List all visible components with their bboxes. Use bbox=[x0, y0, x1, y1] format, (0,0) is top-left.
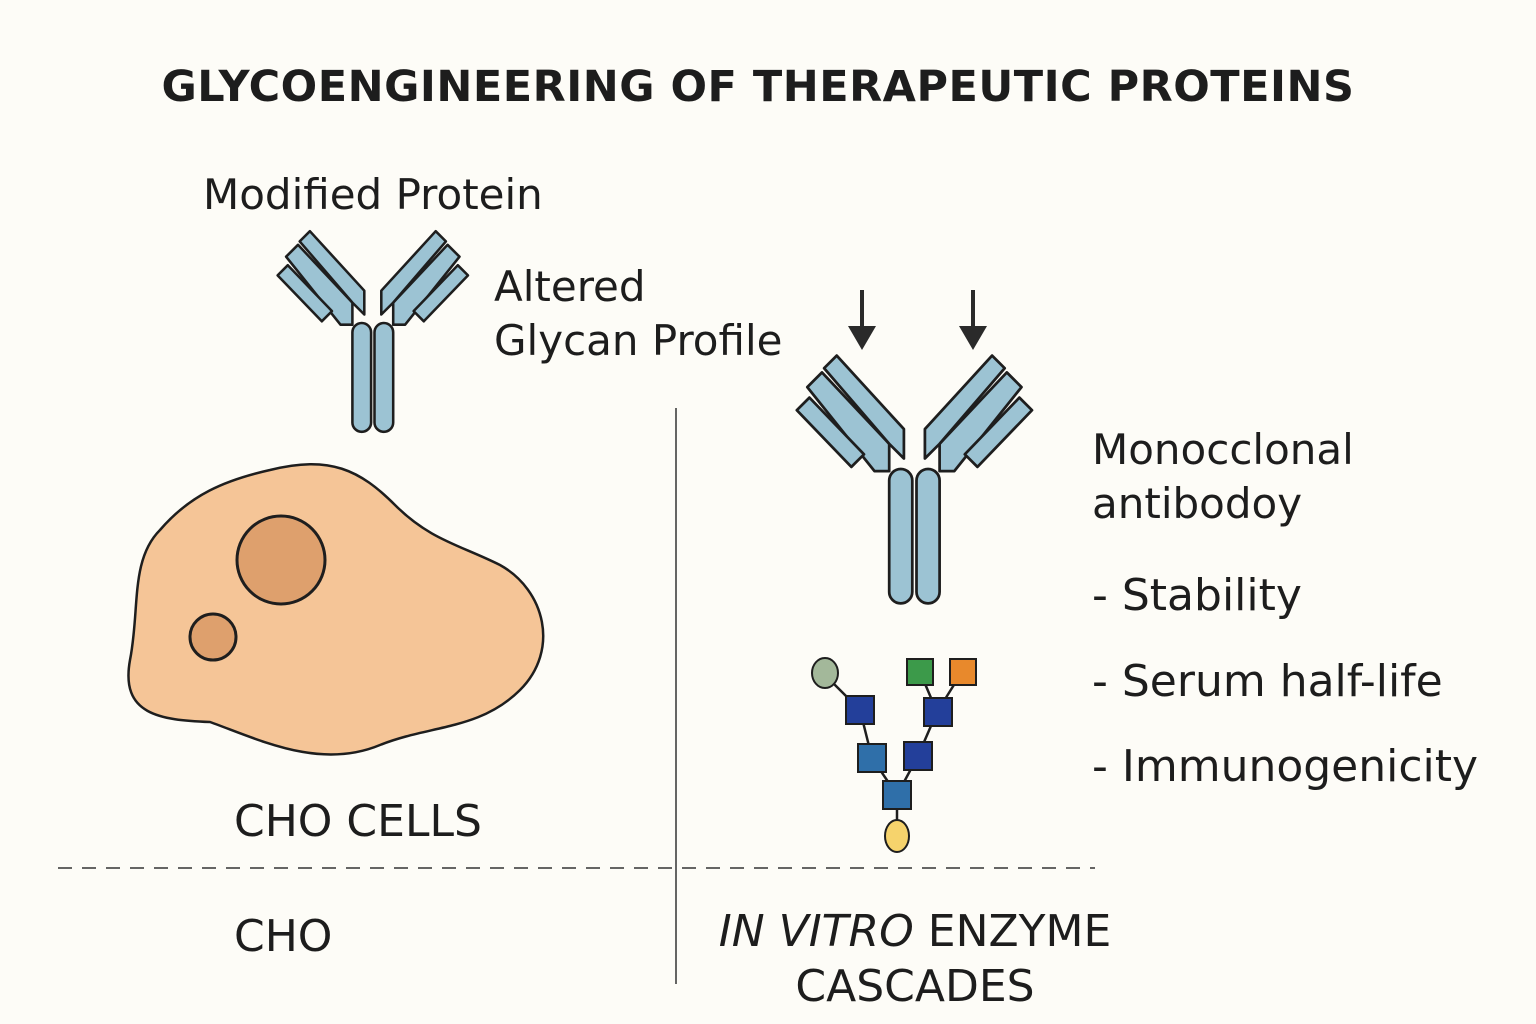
arrow-down-icon bbox=[959, 290, 987, 350]
page-title: GLYCOENGINEERING OF THERAPEUTIC PROTEINS bbox=[161, 62, 1355, 112]
modified-protein-label: Modified Protein bbox=[203, 170, 543, 219]
antibody-label-line2: antibodoy bbox=[1092, 478, 1303, 528]
glycan-square bbox=[923, 697, 953, 727]
property-serum-half-life: - Serum half-life bbox=[1092, 656, 1443, 707]
altered-glycan-line2: Glycan Profile bbox=[494, 315, 783, 365]
in-vitro-enzyme: ENZYME bbox=[927, 906, 1112, 957]
property-stability: - Stability bbox=[1092, 570, 1302, 621]
cho-cells-label: CHO CELLS bbox=[234, 796, 482, 847]
cell-nucleus bbox=[235, 514, 327, 606]
antibody-icon bbox=[795, 354, 1034, 605]
cell-body bbox=[127, 463, 545, 756]
cho-method-label: CHO bbox=[234, 911, 333, 962]
glycan-square bbox=[906, 658, 934, 686]
in-vitro-method-line1: IN VITRO ENZYME bbox=[690, 905, 1140, 960]
in-vitro-method-label: IN VITRO ENZYME CASCADES bbox=[690, 905, 1140, 1014]
arrow-down-icon bbox=[848, 290, 876, 350]
glycan-square bbox=[857, 743, 887, 773]
altered-glycan-line1: Altered bbox=[494, 262, 646, 311]
antibody-label-line1: Monocclonal bbox=[1092, 425, 1354, 474]
glycan-oval bbox=[884, 819, 910, 853]
altered-glycan-label: Altered Glycan Profile bbox=[494, 260, 814, 368]
glycan-oval bbox=[811, 657, 839, 689]
antibody-label: Monocclonal antibodoy bbox=[1092, 423, 1392, 531]
property-immunogenicity: - Immunogenicity bbox=[1092, 741, 1479, 792]
glycan-square bbox=[845, 695, 875, 725]
glycan-square bbox=[949, 658, 977, 686]
antibody-icon bbox=[276, 229, 470, 434]
glycan-structure-icon bbox=[811, 657, 977, 853]
cell-icon bbox=[127, 463, 545, 756]
cell-vesicle bbox=[188, 612, 238, 662]
in-vitro-method-line2: CASCADES bbox=[795, 960, 1035, 1012]
glycan-square bbox=[882, 780, 912, 810]
glycan-square bbox=[903, 741, 933, 771]
in-vitro-italic: IN VITRO bbox=[718, 906, 914, 957]
